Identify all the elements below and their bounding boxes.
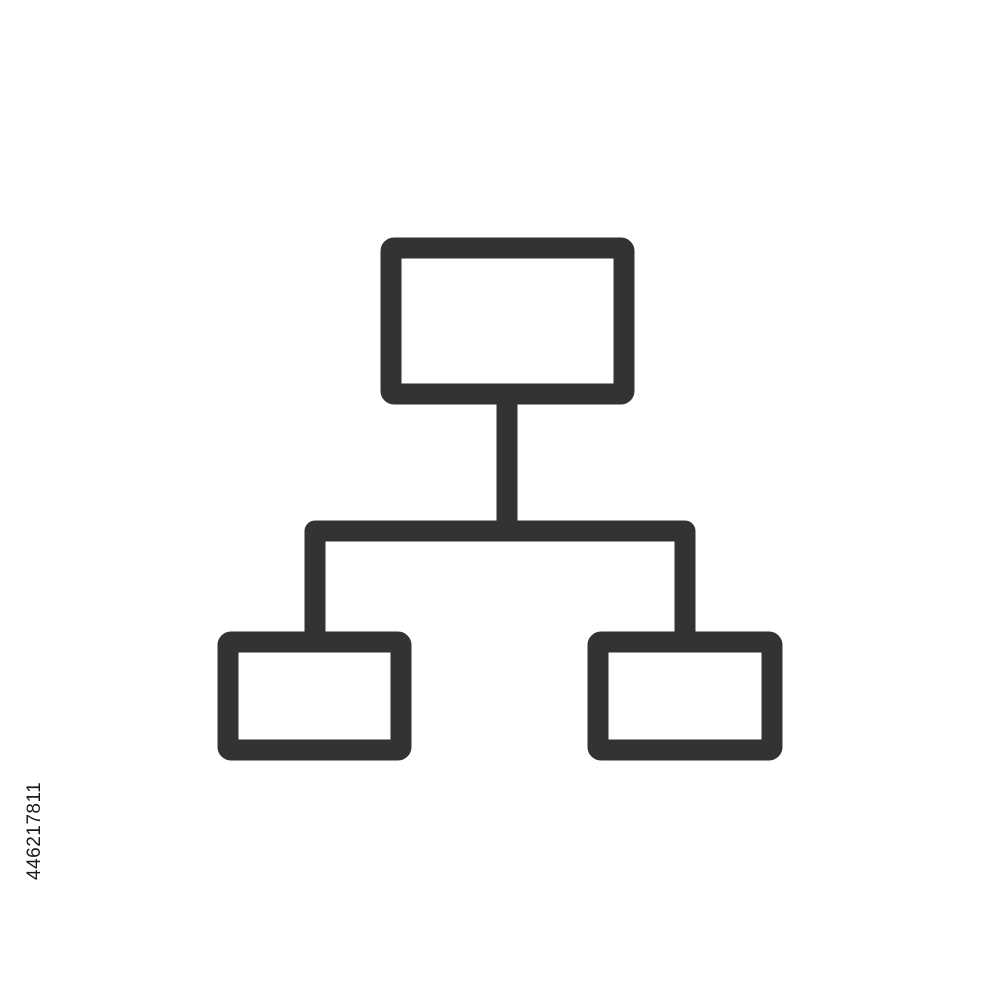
- stock-id-label: 446217811: [24, 781, 45, 880]
- connector-lines: [304, 383, 696, 653]
- top-node-box: [380, 237, 635, 405]
- left-child-node-box: [217, 631, 412, 761]
- right-child-node-box: [587, 631, 783, 761]
